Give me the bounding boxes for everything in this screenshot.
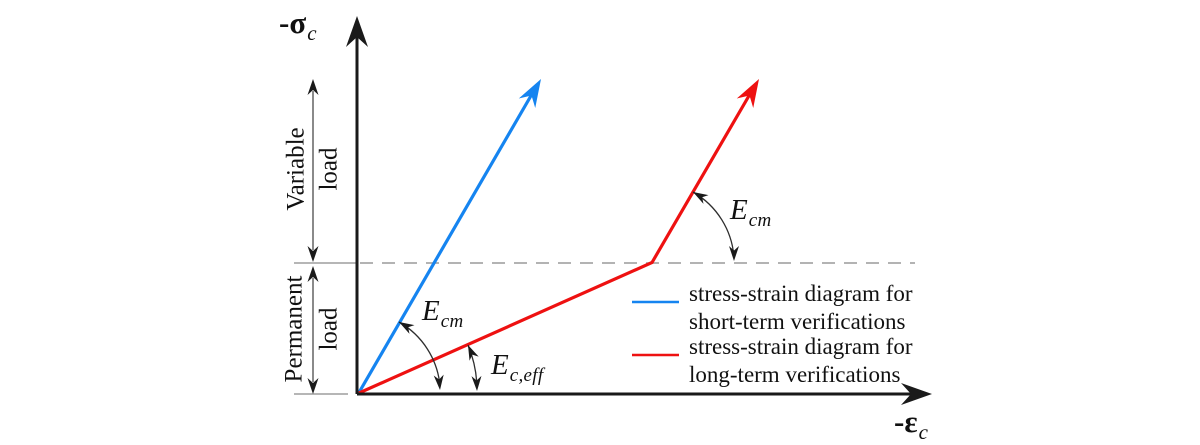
ecm-short-base: E <box>422 295 440 327</box>
y-axis-arrowhead-icon <box>346 16 368 47</box>
variable-load-label-word1: Variable <box>282 127 310 211</box>
ecm-long-angle-arc <box>692 191 735 259</box>
short-term-curve <box>357 93 534 394</box>
eceff-base: E <box>491 349 509 381</box>
ecm-short-arc-arrow-bottom-icon <box>433 374 444 390</box>
y-axis-subscript: c <box>307 21 317 45</box>
long-term-curve <box>358 93 752 395</box>
ecm-short-sub: cm <box>440 311 464 332</box>
short-term-arrowhead-icon <box>518 79 541 108</box>
x-axis-label: -εc <box>894 406 928 443</box>
variable-dimension-arrow-down-icon <box>307 246 319 262</box>
ecm-short-label: Ecm <box>422 295 464 332</box>
ecm-long-arc-arrow-bottom-icon <box>729 246 739 261</box>
eceff-arc-arrow-top-icon <box>468 345 479 361</box>
eceff-sub: c,eff <box>509 365 544 386</box>
long-term-arrowhead-icon <box>736 79 759 108</box>
x-axis-subscript: c <box>918 420 928 444</box>
permanent-load-label-word2: load <box>315 307 343 351</box>
x-axis-symbol: -ε <box>894 404 918 439</box>
ecm-long-sub: cm <box>748 210 772 231</box>
x-axis-arrowhead-icon <box>901 383 932 405</box>
legend-long-term-line1: stress-strain diagram for <box>689 334 913 359</box>
legend-long-term-line2: long-term verifications <box>689 362 901 387</box>
ecm-long-base: E <box>730 194 748 226</box>
variable-dimension-arrow-up-icon <box>307 79 319 95</box>
ecm-long-arc-arrow-top-icon <box>693 192 709 204</box>
legend-short-term-line2: short-term verifications <box>689 309 906 334</box>
permanent-dimension-arrow-up-icon <box>307 266 319 282</box>
ecm-short-angle-arc <box>398 321 441 387</box>
y-axis-symbol: -σ <box>279 5 307 40</box>
legend-short-term-line1: stress-strain diagram for <box>689 281 913 306</box>
legend-item-long-term: stress-strain diagram for long-term veri… <box>689 333 913 389</box>
permanent-load-label-word1: Permanent <box>280 275 308 383</box>
permanent-dimension-arrow-down-icon <box>307 378 319 394</box>
eceff-label: Ec,eff <box>491 349 544 386</box>
ecm-short-arc-arrow-top-icon <box>399 322 415 334</box>
eceff-arc-arrow-bottom-icon <box>471 375 482 391</box>
variable-load-label-word2: load <box>315 147 343 191</box>
y-axis-label: -σc <box>279 7 317 44</box>
ecm-long-label: Ecm <box>730 194 772 231</box>
legend-item-short-term: stress-strain diagram for short-term ver… <box>689 280 913 336</box>
